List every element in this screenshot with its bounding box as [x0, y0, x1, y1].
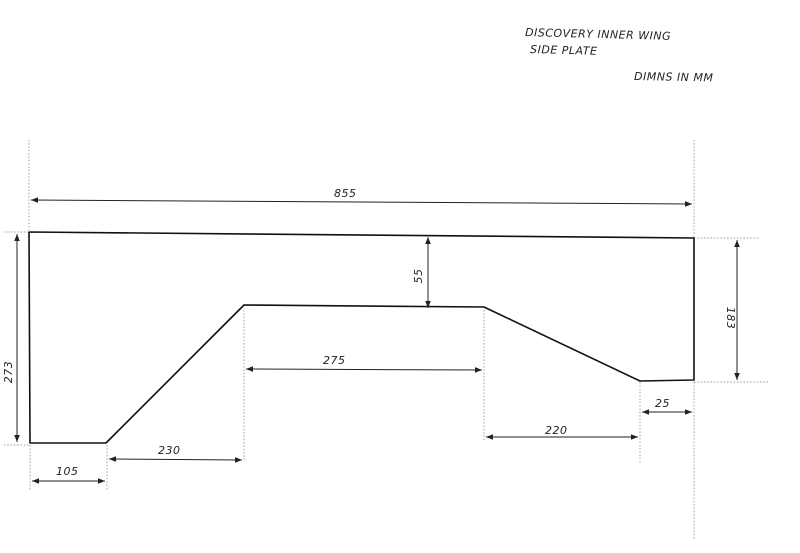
label-middle-flat: 275	[323, 354, 346, 367]
label-overall-length: 855	[334, 187, 357, 200]
title-line-2: SIDE PLATE	[530, 43, 598, 58]
title-notes: DISCOVERY INNER WING SIDE PLATE DIMNS IN…	[525, 26, 714, 84]
label-right-slope: 220	[545, 424, 568, 437]
label-bottom-left: 105	[56, 465, 79, 478]
title-line-1: DISCOVERY INNER WING	[525, 26, 671, 43]
side-plate-outline	[28, 231, 695, 444]
label-left-slope: 230	[158, 444, 181, 457]
label-overall-height: 273	[2, 361, 15, 384]
label-top-depth: 55	[412, 269, 425, 284]
dimension-lines	[14, 197, 740, 484]
dim-line-overall-length	[30, 197, 693, 207]
dimension-labels: 855 273 55 183 105 230 275 220 25	[2, 187, 737, 478]
dim-line-middle-flat	[245, 366, 483, 373]
extension-lines	[4, 140, 770, 540]
units-note: DIMNS IN MM	[634, 70, 714, 84]
dim-line-left-slope	[108, 456, 243, 463]
label-right-step: 25	[655, 397, 670, 410]
label-right-height: 183	[724, 307, 737, 330]
